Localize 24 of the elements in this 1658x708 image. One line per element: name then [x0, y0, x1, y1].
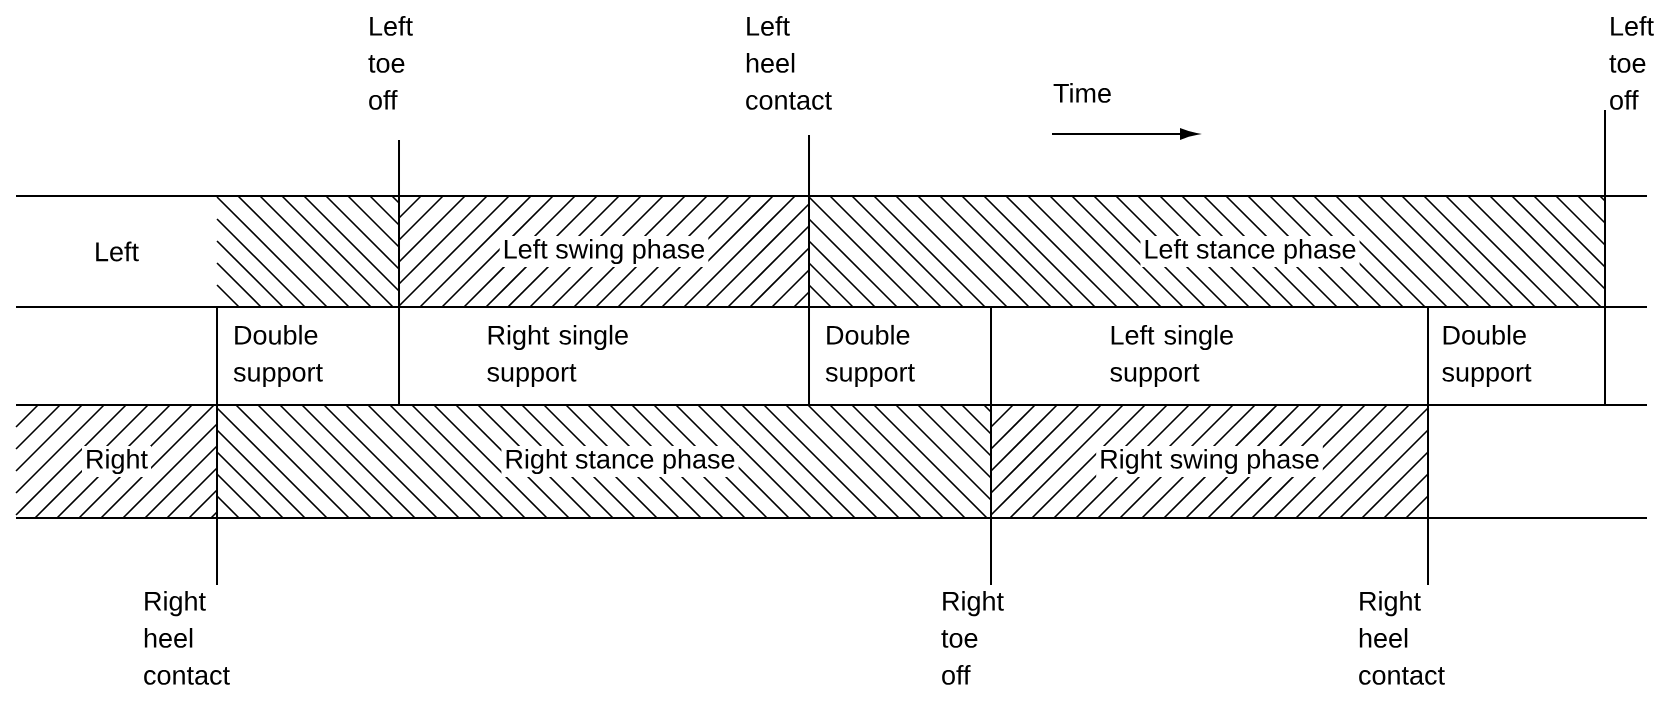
event-label: Left toe off — [1609, 16, 1654, 110]
event-label: Right heel contact — [1359, 591, 1445, 685]
node-label: Left stance phase — [1145, 238, 1356, 265]
phase-cell: Double support — [233, 324, 323, 388]
event-label: Right heel contact — [144, 591, 230, 685]
node-label: Right — [87, 448, 148, 475]
event-label: Left toe off — [368, 16, 413, 110]
hatched-band: Right — [15, 404, 218, 519]
phase-cell: Right single support — [487, 324, 628, 388]
node-label: Right stance phase — [506, 448, 735, 475]
event-label: Right toe off — [941, 591, 1004, 685]
hatched-band: Right stance phase — [216, 404, 992, 519]
axis-label: Time — [1053, 83, 1111, 103]
phase-cell: Double support — [1442, 324, 1532, 388]
event-label: Left heel contact — [746, 16, 832, 110]
node-label: Right swing phase — [1101, 448, 1319, 475]
node-label: Left swing phase — [504, 238, 705, 265]
phase-cell: Left — [96, 241, 139, 262]
hatched-band — [216, 195, 400, 308]
hatched-band: Left swing phase — [398, 195, 810, 308]
hatched-band: Left stance phase — [808, 195, 1606, 308]
phase-cell: Double support — [825, 324, 915, 388]
phase-cell: Left single support — [1110, 324, 1233, 388]
hatched-band: Right swing phase — [990, 404, 1429, 519]
